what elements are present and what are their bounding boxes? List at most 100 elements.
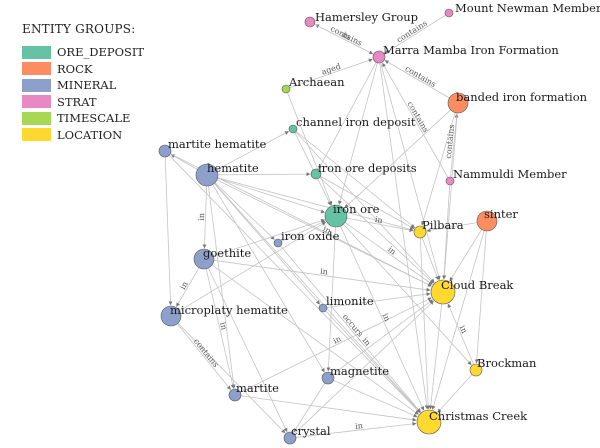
node-circle[interactable] [158,144,172,158]
edge-hematite-limonite [213,183,321,305]
node-magnetite[interactable]: magnetite [321,364,389,385]
node-circle[interactable] [469,363,483,377]
legend-item-strat: STRAT [22,94,144,110]
edge-label: in [178,280,190,291]
node-circle[interactable] [318,303,328,313]
node-circle[interactable] [445,176,455,186]
edge-limonite-christmas [325,310,421,413]
node-circle[interactable] [195,163,219,187]
node-bif[interactable]: banded iron formation [447,90,588,114]
node-circle[interactable] [228,388,242,402]
edge-nammuldi-cloudbreak [442,184,451,280]
edge-mountnewman-marramamba [384,14,446,54]
node-label: Archaean [288,75,345,89]
node-channel[interactable]: channel iron deposit [288,115,416,134]
node-label: iron oxide [281,229,340,243]
edge-bif-ironore [344,109,451,209]
node-circle[interactable] [324,204,348,228]
node-circle[interactable] [281,84,291,94]
edge-label: in [332,334,343,345]
edge-marramamba-irondeposits [318,62,377,170]
legend-swatch [22,128,51,141]
edge-ironore-cloudbreak [344,222,433,285]
edge-ironoxide-christmas [280,245,421,413]
node-label: iron ore deposits [318,161,417,175]
edge-label: contains [403,64,437,89]
node-circle[interactable] [273,238,283,248]
edge-sinter-christmas [431,230,485,410]
edge-bif-cloudbreak [442,112,458,280]
edge-hematite-cloudbreak [216,179,432,287]
node-circle[interactable] [310,168,322,180]
node-circle[interactable] [430,279,456,305]
node-ironore[interactable]: iron ore [324,202,380,228]
node-circle[interactable] [372,50,386,64]
node-label: magnetite [330,364,389,378]
node-label: iron ore [333,202,380,216]
node-ironoxide[interactable]: iron oxide [273,229,340,248]
node-hamersley[interactable]: Hamersley Group [304,10,418,28]
edge-irondeposits-pilbara [320,176,415,229]
node-circle[interactable] [444,8,454,18]
node-label: martite [236,381,279,395]
node-label: Mount Newman Member [455,1,600,15]
node-circle[interactable] [321,371,335,385]
node-limonite[interactable]: limonite [318,294,374,313]
node-circle[interactable] [304,16,316,28]
edge-label: in [458,324,469,335]
edge-magnetite-christmas [333,380,418,418]
node-crystal[interactable]: crystal [283,424,331,445]
legend-label: MINERAL [57,78,117,92]
node-label: crystal [291,424,331,438]
node-nammuldi[interactable]: Nammuldi Member [445,167,567,186]
node-hematite[interactable]: hematite [195,161,259,187]
node-circle[interactable] [283,431,297,445]
node-microplaty[interactable]: microplaty hematite [160,303,288,327]
legend-label: ORE_DEPOSIT [57,45,145,59]
node-goethite[interactable]: goethite [193,246,251,270]
edge-hematite-martitehem [170,154,198,170]
edge-goethite-microplaty [176,267,200,307]
edge-hematite-channel [216,131,289,171]
legend-title: ENTITY GROUPS: [22,22,136,36]
edge-cloudbreak-christmas [428,303,443,410]
node-label: channel iron deposit [296,115,416,129]
node-circle[interactable] [193,248,215,270]
node-circle[interactable] [447,92,469,114]
edge-label: in [320,267,329,277]
legend-label: STRAT [57,94,97,109]
legend-item-location: LOCATION [22,127,144,143]
node-label: goethite [203,246,251,260]
node-cloudbreak[interactable]: Cloud Break [430,278,514,305]
node-circle[interactable] [288,124,298,134]
node-label: martite hematite [168,137,267,151]
edge-goethite-christmas [211,264,419,415]
edge-archaean-marramamba [289,58,373,89]
node-martitehem[interactable]: martite hematite [158,137,267,158]
edge-pilbara-christmas [419,237,431,410]
node-archaean[interactable]: Archaean [281,75,345,94]
edge-microplaty-ironore [179,221,327,312]
edge-marramamba-cloudbreak [380,62,441,280]
node-sinter[interactable]: sinter [476,207,518,232]
node-circle[interactable] [413,225,427,239]
edge-magnetite-crystal [293,382,326,433]
node-circle[interactable] [160,305,182,327]
edge-hematite-irondeposits [217,172,311,177]
node-pilbara[interactable]: Pilbara [413,218,464,239]
node-label: limonite [326,294,374,308]
node-irondeposits[interactable]: iron ore deposits [310,161,417,180]
node-circle[interactable] [416,409,442,435]
node-martite[interactable]: martite [228,381,279,402]
node-brockman[interactable]: Brockman [469,356,537,377]
node-mountnewman[interactable]: Mount Newman Member [444,1,600,18]
node-marramamba[interactable]: Marra Mamba Iron Formation [372,43,559,64]
node-christmas[interactable]: Christmas Creek [416,409,528,435]
legend-swatch [22,78,51,92]
node-label: Cloud Break [441,278,514,292]
edge-goethite-martite [205,268,235,389]
node-circle[interactable] [476,210,498,232]
edge-ironoxide-ironore [281,220,326,242]
